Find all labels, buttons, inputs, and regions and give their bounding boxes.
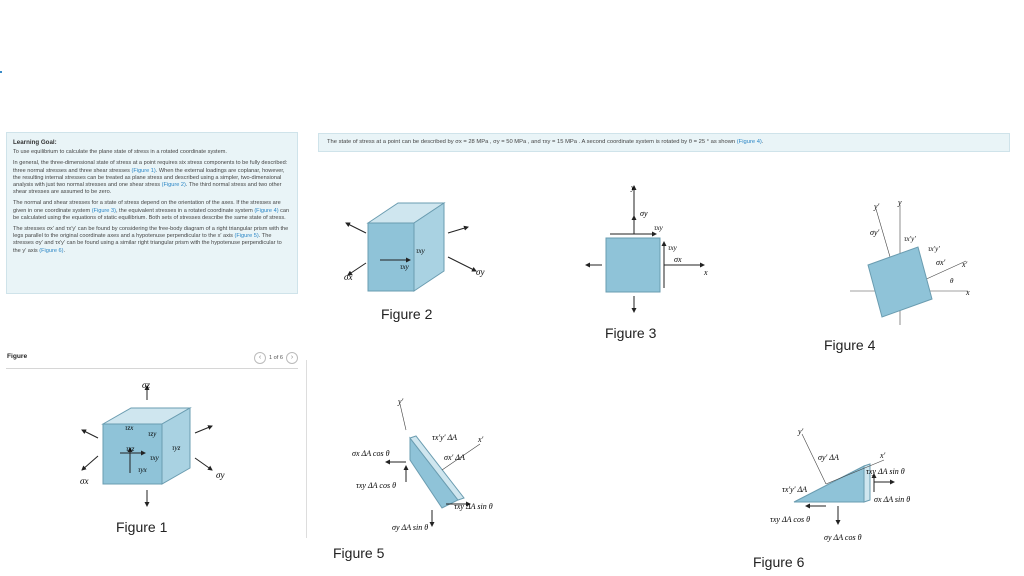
learning-goal-paragraph-1: In general, the three-dimensional state … [13,160,288,196]
learning-goal-title: Learning Goal: [13,139,57,146]
tau-xy-cos-label: τxy ΔA cos θ [770,515,810,524]
prism-wedge [793,465,865,503]
y-axis-label: y [630,183,635,192]
problem-figure-4-link[interactable]: (Figure 4) [736,139,762,145]
figure-1-link[interactable]: (Figure 1) [131,167,156,174]
prism-wedge [409,436,459,509]
figure-6-link[interactable]: (Figure 6) [39,247,64,254]
sigma-y-label: σy [640,209,648,218]
sigma-y-prime-force-label: σy′ ΔA [818,453,839,462]
figure-3-link[interactable]: (Figure 3) [91,207,116,214]
sigma-y-force-label: σy ΔA cos θ [824,533,862,542]
sigma-x-arrow [347,262,367,276]
tau-yx-label: τyx [138,466,148,474]
sigma-z-label: σz [142,380,150,390]
tau-xpyp-force-label: τx′y′ ΔA [432,433,457,442]
tau-xy-label-right: τxy [668,244,678,252]
x-axis-label: x [703,268,708,277]
x-prime-label: x′ [879,451,886,460]
figure-1-diagram: σz σy σx τzx τzy τxz τxy τyz τyx [80,380,224,507]
arrow-right [447,225,469,234]
figure-5-diagram: y′ x′ σx ΔA cos θ τxy ΔA cos θ τx′y′ ΔA … [352,397,493,532]
page-marker [0,71,2,73]
sigma-y-arrow-back [194,425,213,434]
x-prime-axis [825,459,885,485]
figure-panel-header: Figure ‹ 1 of 6 › [6,350,298,369]
y-prime-label: y′ [397,397,404,406]
figure-6-caption: Figure 6 [753,554,805,570]
theta-label: θ [950,277,954,285]
figure-2-diagram: σx σy τxy τxy [344,202,484,292]
sigma-x-arrow-back [81,429,99,439]
tau-xz-label: τxz [126,445,135,453]
stress-element [605,237,661,293]
tau-yz-label: τyz [172,444,181,452]
y-label: y [897,198,902,207]
figure-3-diagram: y σy τxy τxy σx x [585,183,708,313]
tau-xy-cos-label: τxy ΔA cos θ [356,481,396,490]
figure-2-caption: Figure 2 [381,306,433,322]
tau-zx-label: τzx [125,424,134,432]
figure-panel-label: Figure [7,353,28,360]
cube-front-face [367,222,415,292]
figure-4-caption: Figure 4 [824,337,876,353]
prism-top [409,435,465,501]
sigma-y-arrow [447,256,477,272]
sigma-y-label: σy [216,470,224,480]
y-prime-label: y′ [797,427,804,436]
figure-4-link[interactable]: (Figure 4) [254,207,279,214]
x-prime-axis [441,443,481,471]
sigma-x-arrow [81,455,99,471]
figure-5-caption: Figure 5 [333,545,385,561]
sigma-x-force-label: σx ΔA sin θ [874,495,910,504]
problem-statement: The state of stress at a point can be de… [318,133,1010,152]
figure-2-link[interactable]: (Figure 2) [161,182,186,189]
sigma-x-label: σx [80,476,88,486]
previous-figure-button[interactable]: ‹ [254,352,266,364]
tau-xy-label: τxy [400,263,410,271]
arrow-back-left [345,222,367,234]
figure-5-link[interactable]: (Figure 5) [234,233,259,240]
next-figure-button[interactable]: › [286,352,298,364]
cube-side-face [161,407,191,485]
learning-goal-paragraph-3: The stresses σx′ and τx′y′ can be found … [13,226,289,254]
sigma-x-label: σx [674,255,682,264]
y-prime-label: y′ [873,202,880,211]
sigma-y-label: σy [476,267,484,277]
figure-6-diagram: y′ x′ σy′ ΔA τxy ΔA sin θ τx′y′ ΔA σx ΔA… [770,427,910,542]
sigma-x-force-label: σx ΔA cos θ [352,449,390,458]
learning-goal-panel: Learning Goal: To use equilibrium to cal… [6,132,298,294]
divider [306,360,307,538]
tau-xpyp-label: τx′y′ [904,235,916,243]
sigma-x-prime-force-label: σx′ ΔA [444,453,465,462]
x-label: x [965,288,970,297]
sigma-y-force-label: σy ΔA sin θ [392,523,428,532]
sigma-x-label: σx [344,272,352,282]
y-prime-axis [801,433,827,485]
learning-goal-paragraph-2: The normal and shear stresses for a stat… [13,200,290,221]
tau-yx-label: τxy [416,247,426,255]
sigma-y-arrow [194,457,213,471]
figure-pager-count: 1 of 6 [269,355,283,361]
tau-xy-label: τxy [150,454,160,462]
tau-xpyp-force-label: τx′y′ ΔA [782,485,807,494]
figure-3-caption: Figure 3 [605,325,657,341]
cube-side-face [413,202,445,292]
figure-1-caption: Figure 1 [116,519,168,535]
tau-xpyp-label-right: τx′y′ [928,245,940,253]
tau-xy-sin-label: τxy ΔA sin θ [454,502,493,511]
tau-zy-label: τzy [148,430,157,438]
figure-pager: ‹ 1 of 6 › [254,352,298,364]
prism-side [863,463,871,503]
x-prime-label: x′ [477,435,484,444]
rotated-element [867,246,933,318]
sigma-y-prime-label: σy′ [870,228,879,237]
learning-goal-intro: To use equilibrium to calculate the plan… [13,149,227,156]
tau-xy-sin-label: τxy ΔA sin θ [866,467,905,476]
x-prime-label: x′ [961,260,968,269]
figure-4-diagram: y′ y σy′ τx′y′ τx′y′ σx′ x′ θ x [850,198,970,325]
y-prime-axis [399,403,407,431]
tau-xy-label-top: τxy [654,224,664,232]
sigma-x-prime-label: σx′ [936,258,945,267]
